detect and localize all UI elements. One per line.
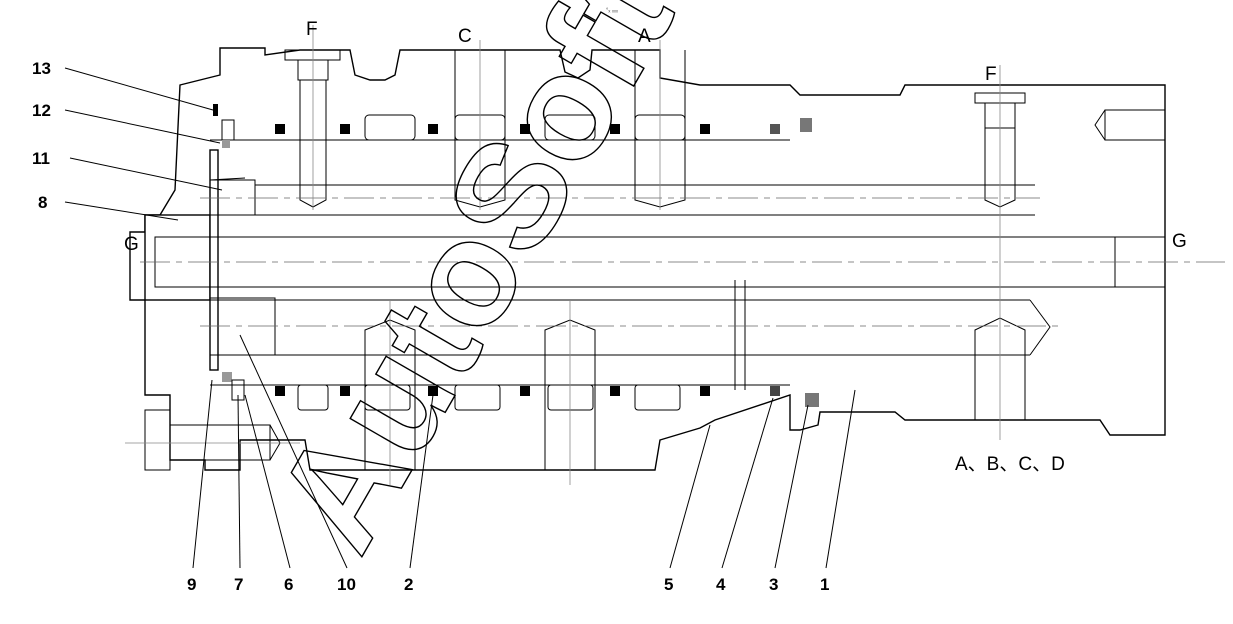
callout-8: 8 xyxy=(38,193,47,212)
label-G-left: G xyxy=(124,234,139,255)
callout-10: 10 xyxy=(337,575,356,594)
upper-spool-bore xyxy=(209,114,1035,216)
callout-5: 5 xyxy=(664,575,673,594)
label-F-right: F xyxy=(985,64,997,85)
callout-4: 4 xyxy=(716,575,726,594)
callout-11: 11 xyxy=(32,149,50,168)
label-F-left: F xyxy=(306,19,318,40)
label-G-right: G xyxy=(1172,231,1187,252)
label-A: A xyxy=(638,26,651,47)
callout-9: 9 xyxy=(187,575,196,594)
lower-seal-rings xyxy=(222,372,819,407)
callout-1: 1 xyxy=(820,575,829,594)
lower-spool-bore xyxy=(144,109,1166,471)
callout-2: 2 xyxy=(404,575,413,594)
callout-6: 6 xyxy=(284,575,293,594)
callout-3: 3 xyxy=(769,575,778,594)
header-mark: °ₓ ₓₓₓ xyxy=(606,8,618,14)
callout-13: 13 xyxy=(32,59,51,78)
callout-7: 7 xyxy=(234,575,243,594)
upper-seal-rings xyxy=(213,104,812,148)
callout-12: 12 xyxy=(32,101,51,120)
label-C: C xyxy=(458,26,472,47)
ports-note: A、B、C、D xyxy=(955,454,1065,475)
center-lines xyxy=(125,25,1225,485)
leader-lines xyxy=(64,67,856,569)
valve-body xyxy=(129,47,1166,471)
